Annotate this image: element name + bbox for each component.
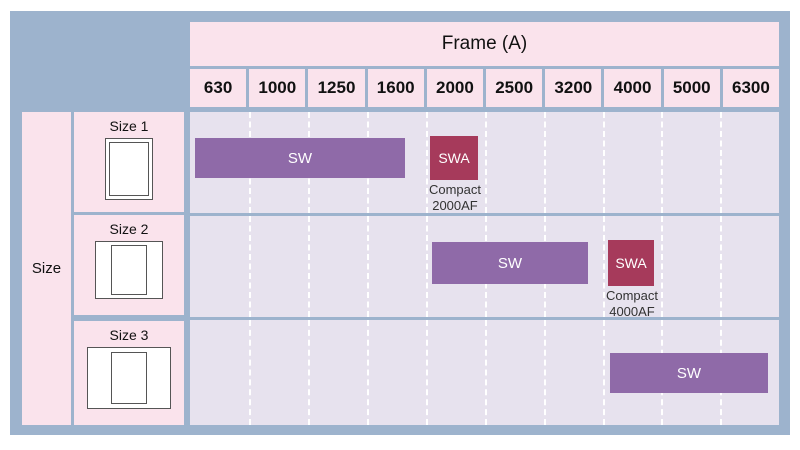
size-row-header-1: Size 1 [74, 112, 184, 212]
breaker-size-2-icon [95, 241, 163, 299]
bar-sw-size-3[interactable]: SW [610, 353, 768, 393]
column-header-2500: 2500 [486, 69, 543, 107]
column-header-1600: 1600 [367, 69, 424, 107]
size-row-label-1: Size 1 [109, 118, 149, 134]
size-row-label-2: Size 2 [109, 221, 149, 237]
size-axis-label: Size [22, 112, 71, 425]
column-header-5000: 5000 [663, 69, 720, 107]
size-row-header-3: Size 3 [74, 321, 184, 425]
column-header-4000: 4000 [604, 69, 661, 107]
column-header-3200: 3200 [545, 69, 602, 107]
frame-axis-title: Frame (A) [190, 22, 779, 66]
bar-sw-size-2[interactable]: SW [432, 242, 588, 284]
plot-row-size-1: SW SWA Compact 2000AF [190, 112, 779, 213]
bar-swa-size-2[interactable]: SWA [608, 240, 654, 286]
column-header-1000: 1000 [249, 69, 306, 107]
plot-row-size-2: SW SWA Compact 4000AF [190, 216, 779, 317]
size-row-header-2: Size 2 [74, 215, 184, 315]
column-header-2000: 2000 [426, 69, 484, 107]
column-header-630: 630 [190, 69, 247, 107]
bar-note-size-1: Compact 2000AF [428, 182, 482, 213]
breaker-size-3-icon [87, 347, 171, 409]
bar-swa-size-1[interactable]: SWA [430, 136, 478, 180]
breaker-size-1-icon [105, 138, 153, 200]
plot-row-size-3: SW [190, 320, 779, 425]
column-header-6300: 6300 [722, 69, 780, 107]
bar-sw-size-1[interactable]: SW [195, 138, 405, 178]
size-row-label-3: Size 3 [109, 327, 149, 343]
column-header-1250: 1250 [308, 69, 365, 107]
column-header-row: 630 1000 1250 1600 2000 2500 3200 4000 5… [190, 69, 780, 107]
bar-note-size-2: Compact 4000AF [605, 288, 659, 317]
